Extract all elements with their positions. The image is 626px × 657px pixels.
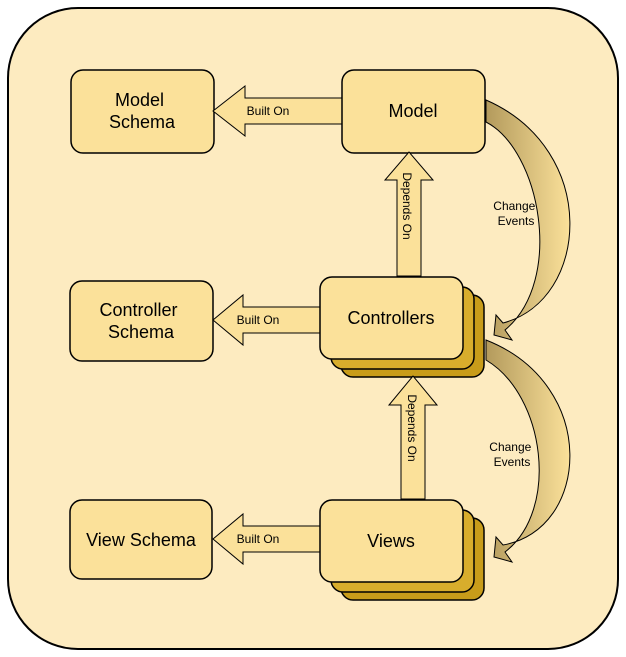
- controllers-stack: Controllers: [319, 276, 485, 378]
- controller-schema-label: Controller Schema: [99, 300, 182, 342]
- built-on-label-model: Built On: [247, 104, 290, 118]
- model-label: Model: [388, 101, 437, 121]
- view-schema-box: View Schema: [69, 499, 213, 580]
- change-events-label-bottom: Change Events: [489, 440, 534, 469]
- depends-on-label-controllers: Depends On: [400, 172, 414, 239]
- model-schema-box: Model Schema: [70, 69, 215, 154]
- view-schema-label: View Schema: [86, 530, 197, 550]
- views-stack: Views: [319, 499, 485, 601]
- built-on-arrow-controllers: Built On: [212, 293, 321, 347]
- controllers-label: Controllers: [347, 308, 434, 328]
- change-events-curve-model-to-controllers: [485, 99, 571, 341]
- change-events-label-top: Change Events: [493, 199, 538, 228]
- depends-on-label-views: Depends On: [405, 394, 419, 461]
- depends-on-arrow-controllers: Depends On: [383, 151, 435, 277]
- built-on-arrow-views: Built On: [212, 512, 321, 566]
- views-label: Views: [367, 531, 415, 551]
- change-events-curve-controllers-to-views: [485, 339, 571, 563]
- depends-on-arrow-views: Depends On: [387, 375, 439, 500]
- built-on-label-views: Built On: [237, 532, 280, 546]
- built-on-label-controllers: Built On: [237, 313, 280, 327]
- model-schema-label: Model Schema: [109, 90, 176, 132]
- controller-schema-box: Controller Schema: [69, 280, 214, 362]
- model-box: Model: [341, 69, 486, 154]
- built-on-arrow-model: Built On: [212, 84, 343, 138]
